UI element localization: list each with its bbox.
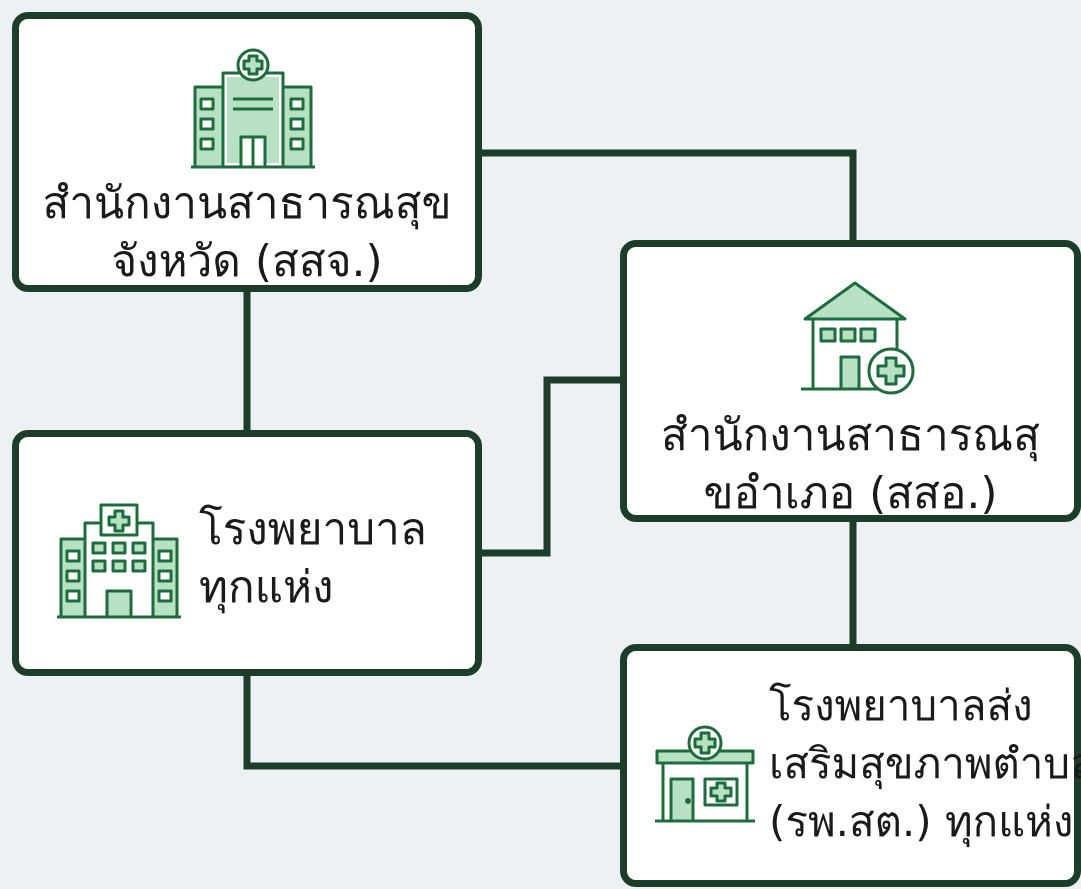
subdistrict-hospitals-label-line1: โรงพยาบาลส่ง: [769, 681, 1033, 730]
hospitals-label: โรงพยาบาล ทุกแห่ง: [199, 501, 427, 617]
hospitals-label-line1: โรงพยาบาล: [199, 504, 427, 555]
subdistrict-hospitals-label-line3: (รพ.สต.) ทุกแห่ง: [769, 797, 1074, 846]
connector-hospitals-subdistrict: [243, 676, 620, 770]
connector-hospitals-district: [482, 376, 620, 557]
hospital-building-icon: [191, 48, 315, 169]
provincial-office-label-line1: สำนักงานสาธารณสุข: [42, 178, 452, 229]
house-clinic-icon: [801, 281, 915, 395]
district-office-label-line1: สำนักงานสาธารณสุ: [661, 410, 1040, 461]
hospitals-label-line2: ทุกแห่ง: [199, 562, 334, 613]
district-office-label: สำนักงานสาธารณสุ ขอำเภอ (สสอ.): [627, 407, 1074, 523]
node-district-health-office: สำนักงานสาธารณสุ ขอำเภอ (สสอ.): [620, 240, 1081, 522]
subdistrict-hospitals-label-line2: เสริมสุขภาพตำบล: [769, 739, 1081, 788]
district-office-label-line2: ขอำเภอ (สสอ.): [703, 468, 998, 519]
subdistrict-hospitals-label: โรงพยาบาลส่ง เสริมสุขภาพตำบล (รพ.สต.) ทุ…: [769, 677, 1081, 851]
provincial-office-label: สำนักงานสาธารณสุข จังหวัด (สสจ.): [19, 175, 475, 291]
health-promoting-clinic-icon: [655, 725, 755, 823]
node-provincial-health-office: สำนักงานสาธารณสุข จังหวัด (สสจ.): [12, 12, 482, 292]
node-subdistrict-health-hospitals: โรงพยาบาลส่ง เสริมสุขภาพตำบล (รพ.สต.) ทุ…: [620, 644, 1081, 887]
connector-provincial-district: [482, 149, 857, 240]
hospital-icon: [57, 503, 181, 619]
node-all-hospitals: โรงพยาบาล ทุกแห่ง: [12, 430, 482, 676]
provincial-office-label-line2: จังหวัด (สสจ.): [111, 236, 383, 287]
